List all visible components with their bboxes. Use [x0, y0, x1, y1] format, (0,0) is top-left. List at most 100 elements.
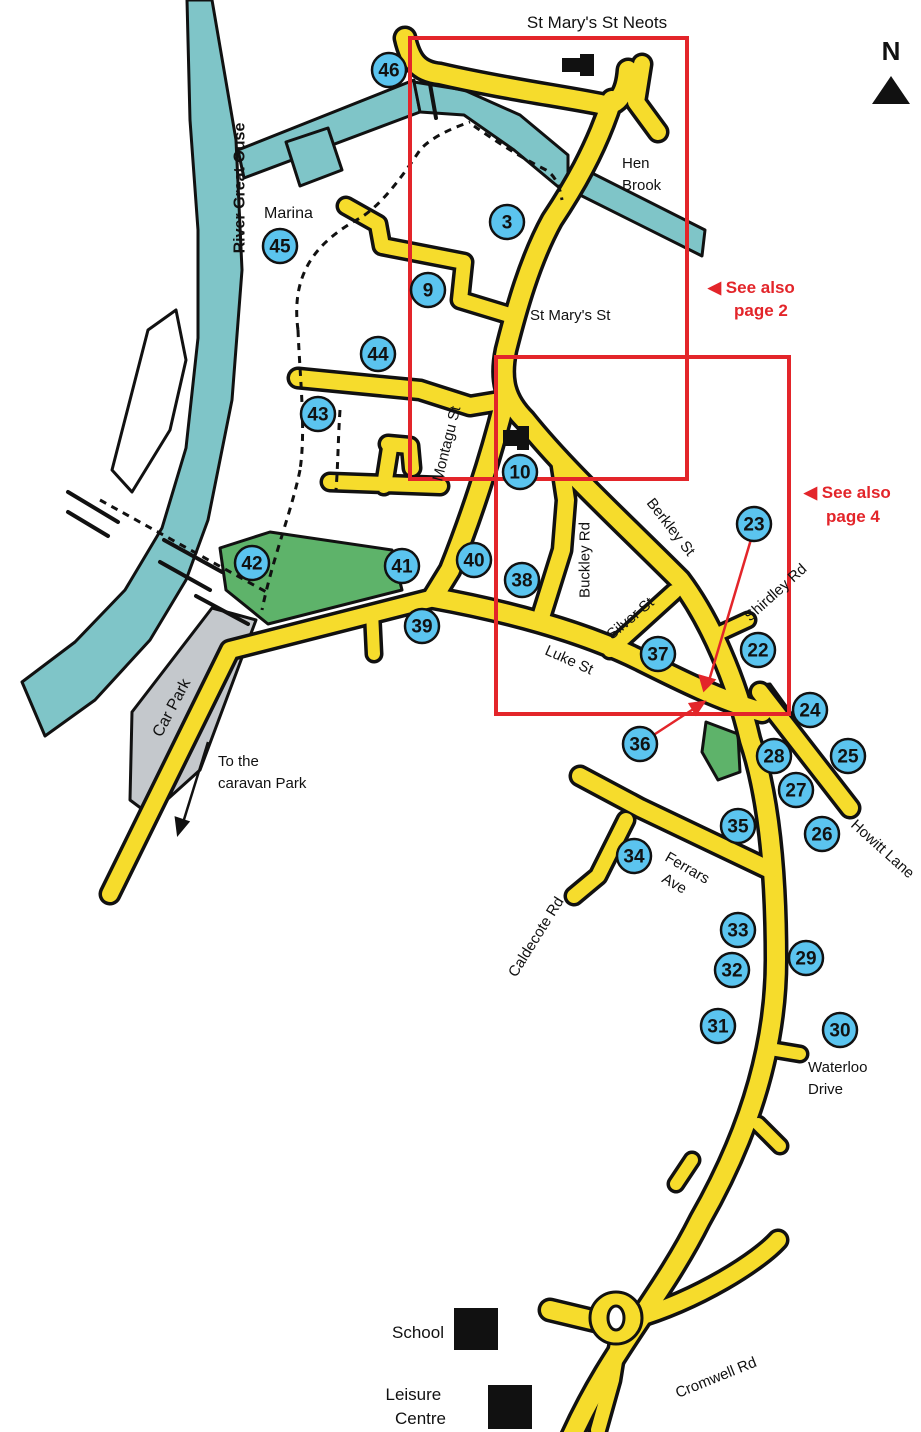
marker-circle: [777, 771, 815, 809]
marker-38: 38: [503, 561, 541, 599]
marina-label: Marina: [264, 205, 313, 222]
marker-44: 44: [359, 335, 397, 373]
marker-37: 37: [639, 635, 677, 673]
green-island: [700, 720, 742, 782]
legend-school-label: School: [392, 1323, 444, 1342]
marker-number: 42: [241, 554, 262, 575]
cromwell-rd-label: Cromwell Rd: [673, 1354, 759, 1402]
road-ferrars-ave: [572, 768, 778, 878]
marker-22: 22: [739, 631, 777, 669]
ferrars-ave-label: Ferrars Ave: [652, 849, 716, 907]
marker-number: 43: [307, 405, 328, 426]
river-label: River Great Ouse: [232, 123, 249, 254]
marker-circle: [821, 1011, 859, 1049]
marker-36: 36: [621, 725, 659, 763]
marker-32: 32: [713, 951, 751, 989]
st-marys-st-label: St Mary's St: [530, 307, 611, 324]
marker-circle: [621, 725, 659, 763]
road-waterloo-drive: [770, 1044, 806, 1060]
marker-circle: [383, 547, 421, 585]
marker-33: 33: [719, 911, 757, 949]
waterloo-line-2: Drive: [808, 1081, 843, 1098]
leisure-centre-icon: [488, 1385, 532, 1429]
waterloo-drive-label: Waterloo Drive: [808, 1059, 872, 1098]
shirdley-rd-label: Shirdley Rd: [741, 560, 810, 625]
marker-circle: [719, 807, 757, 845]
marker-number: 38: [511, 571, 532, 592]
legend-leisure-line-1: Leisure: [386, 1385, 442, 1404]
road-spur-south-b: [670, 1154, 698, 1190]
marker-number: 31: [707, 1017, 729, 1038]
road-spur-south-a: [752, 1118, 786, 1152]
marker-45: 45: [261, 227, 299, 265]
marker-circle: [699, 1007, 737, 1045]
marker-circle: [261, 227, 299, 265]
marker-27: 27: [777, 771, 815, 809]
marker-circle: [488, 203, 526, 241]
see-also-4-line-2: page 4: [826, 507, 880, 526]
marker-35: 35: [719, 807, 757, 845]
road-marina-lane: [339, 199, 513, 321]
roundabout: [588, 1290, 644, 1346]
marker-number: 3: [502, 213, 513, 234]
marker-circle: [615, 837, 653, 875]
road-howitt-lane: [752, 684, 858, 816]
marker-circle: [233, 544, 271, 582]
marker-circle: [403, 607, 441, 645]
bridges: [66, 82, 438, 626]
road-shirdley-rd: [716, 614, 754, 638]
marker-number: 36: [629, 735, 650, 756]
footpaths: [99, 120, 564, 611]
marker-circle: [803, 815, 841, 853]
marker-circle: [739, 631, 777, 669]
marker-circle: [787, 939, 825, 977]
marker-number: 24: [799, 701, 821, 722]
see-also-2-line-1: ◀ See also: [707, 278, 795, 297]
page-4-frame: [494, 355, 791, 716]
marker-number: 9: [423, 281, 434, 302]
marker-23: 23: [735, 505, 773, 543]
marker-number: 23: [743, 515, 764, 536]
road-caldecote-rd: [567, 813, 633, 903]
marker-26: 26: [803, 815, 841, 853]
marker-circle: [455, 541, 493, 579]
marker-number: 34: [623, 847, 645, 868]
marker-25: 25: [829, 737, 867, 775]
marker-number: 46: [378, 61, 399, 82]
buckley-rd-label: Buckley Rd: [577, 522, 594, 598]
north-arrow-icon: [872, 76, 910, 104]
marker-10: 10: [501, 453, 539, 491]
hen-brook-line-2: Brook: [622, 177, 662, 194]
marker-number: 37: [647, 645, 668, 666]
waterloo-line-1: Waterloo: [808, 1059, 867, 1076]
church-icon: [503, 426, 529, 450]
marker-30: 30: [821, 1011, 859, 1049]
marker-number: 25: [837, 747, 859, 768]
marker-number: 41: [391, 557, 413, 578]
marker-circle: [829, 737, 867, 775]
marker-circle: [501, 453, 539, 491]
caravan-label: To the caravan Park: [218, 753, 307, 792]
see-also-page-4: ◀ See also page 4: [803, 483, 896, 526]
road-spur-39: [366, 606, 380, 660]
marker-41: 41: [383, 547, 421, 585]
marker-40: 40: [455, 541, 493, 579]
marker-24: 24: [791, 691, 829, 729]
marker-number: 32: [721, 961, 742, 982]
marker-9: 9: [409, 271, 447, 309]
marker-circle: [713, 951, 751, 989]
road-cromwell-rd: [622, 1232, 786, 1328]
marker-number: 33: [727, 921, 748, 942]
marker-circle: [639, 635, 677, 673]
pointer-arrows: [651, 535, 754, 738]
marker-number: 22: [747, 641, 768, 662]
legend-leisure-line-2: Centre: [395, 1409, 446, 1428]
marker-number: 28: [763, 747, 784, 768]
road-west-close: [323, 441, 447, 493]
marker-number: 26: [811, 825, 832, 846]
see-also-4-line-1: ◀ See also: [803, 483, 891, 502]
map-title: St Mary's St Neots: [527, 13, 667, 32]
marker-number: 39: [411, 617, 432, 638]
marker-number: 10: [509, 463, 530, 484]
marker-number: 35: [727, 817, 749, 838]
